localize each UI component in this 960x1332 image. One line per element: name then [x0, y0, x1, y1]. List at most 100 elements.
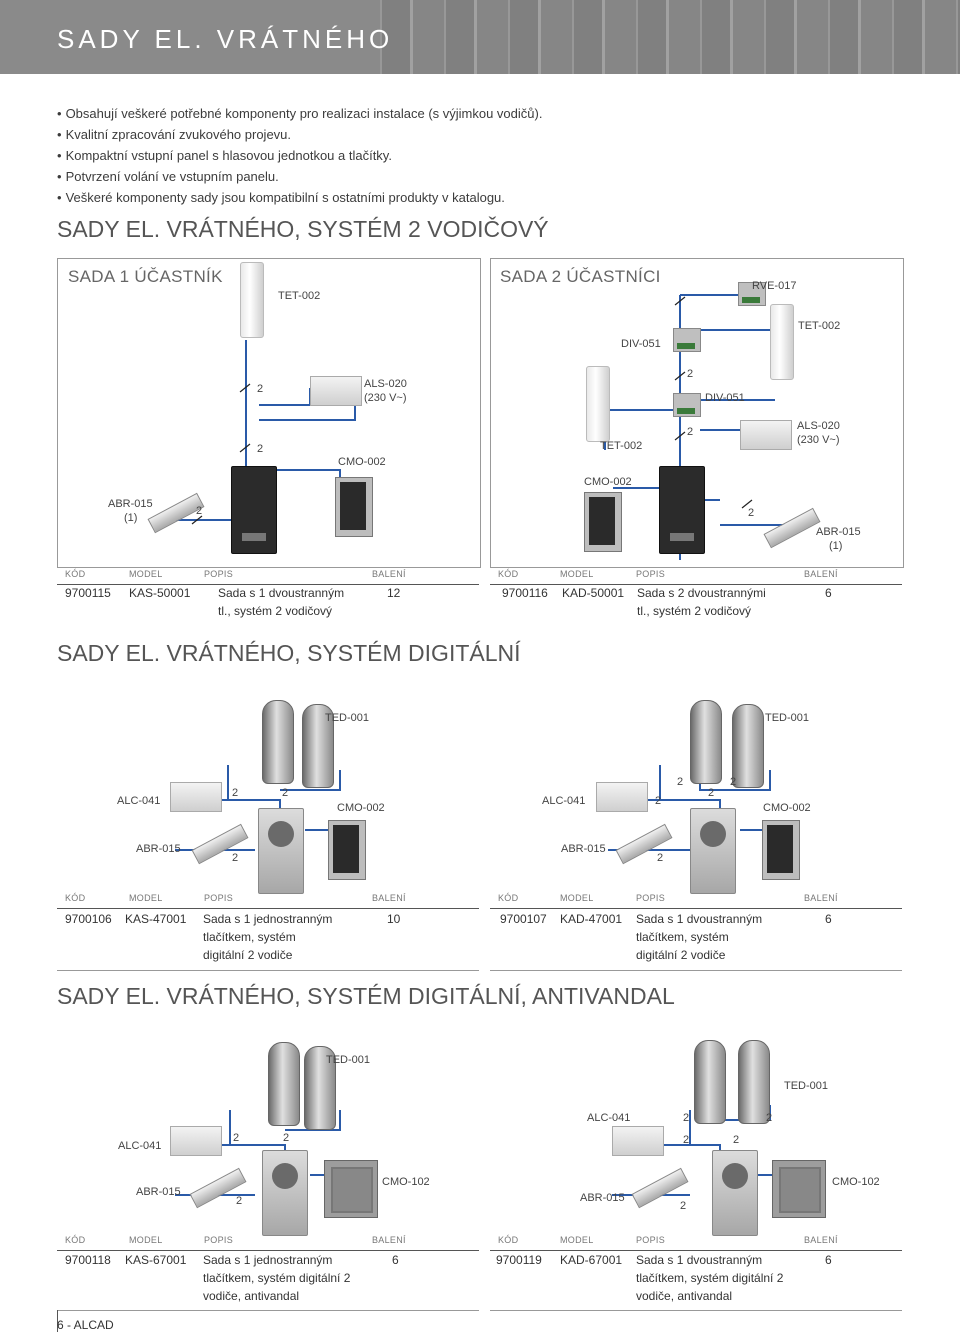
cell-popis: tlačítkem, systém — [636, 930, 729, 944]
table-row: 9700118 KAS-67001 Sada s 1 jednostranným… — [57, 1251, 479, 1307]
kit-box-1-participant — [57, 258, 481, 568]
wire-count: 2 — [683, 1112, 690, 1124]
cell-popis: tl., systém 2 vodičový — [218, 604, 333, 618]
cell-kod: 9700115 — [65, 586, 111, 600]
div051-distributor — [673, 328, 701, 352]
label-tet002: TET-002 — [600, 440, 643, 452]
ted001-handset — [268, 1042, 300, 1126]
cell-baleni: 6 — [825, 1253, 832, 1267]
label-cmo002: CMO-002 — [584, 476, 632, 488]
col-baleni: BALENÍ — [372, 893, 406, 903]
col-kod: KÓD — [498, 893, 519, 903]
wire-count: 2 — [282, 787, 289, 799]
wire-count: 2 — [680, 1200, 687, 1212]
ted001-handset — [738, 1040, 770, 1124]
door-panel — [231, 466, 277, 554]
cell-popis: Sada s 2 dvoustrannými — [637, 586, 766, 600]
cell-model: KAS-47001 — [125, 912, 187, 926]
feature-item: Kompaktní vstupní panel s hlasovou jedno… — [57, 145, 542, 166]
label-ted001: TED-001 — [325, 712, 370, 724]
col-model: MODEL — [560, 893, 594, 903]
wire-cut-mark — [741, 499, 753, 509]
cell-popis: Sada s 1 jednostranným — [203, 912, 333, 926]
col-kod: KÓD — [498, 569, 519, 579]
label-cmo102: CMO-102 — [382, 1176, 430, 1188]
als020-power-supply — [740, 420, 792, 450]
label-ted001: TED-001 — [784, 1080, 829, 1092]
col-popis: POPIS — [636, 569, 666, 579]
label-cmo002: CMO-002 — [763, 802, 811, 814]
wire-count: 2 — [232, 787, 239, 799]
cell-popis: tlačítkem, systém digitální 2 — [203, 1271, 351, 1285]
table-header: KÓD MODEL POPIS BALENÍ — [57, 890, 479, 909]
table-header: KÓD MODEL POPIS BALENÍ — [490, 1232, 902, 1251]
wire-count: 2 — [657, 852, 664, 864]
alc041-power-supply — [612, 1126, 664, 1156]
table-row: 9700115 KAS-50001 Sada s 1 dvoustranným … — [57, 584, 479, 624]
label-alc041: ALC-041 — [117, 795, 161, 807]
cell-model: KAD-67001 — [560, 1253, 623, 1267]
col-kod: KÓD — [65, 569, 86, 579]
col-popis: POPIS — [204, 893, 234, 903]
wire — [285, 1110, 341, 1131]
cell-kod: 9700107 — [500, 912, 547, 926]
col-baleni: BALENÍ — [804, 569, 838, 579]
ted001-handset — [690, 700, 722, 784]
section-title-2-wire: SADY EL. VRÁTNÉHO, SYSTÉM 2 VODIČOVÝ — [57, 216, 549, 242]
cell-baleni: 12 — [387, 586, 401, 600]
header-texture — [380, 0, 960, 74]
cell-baleni: 6 — [392, 1253, 399, 1267]
kit-box-title: SADA 1 ÚČASTNÍK — [68, 267, 223, 286]
table-header: KÓD MODEL POPIS BALENÍ — [490, 566, 902, 585]
rve017-relay — [738, 282, 766, 306]
label-voltage: (230 V~) — [364, 392, 407, 404]
section-title-antivandal: SADY EL. VRÁTNÉHO, SYSTÉM DIGITÁLNÍ, ANT… — [57, 983, 675, 1009]
cmo002-box — [584, 492, 622, 552]
cell-popis: Sada s 1 dvoustranným — [636, 912, 763, 926]
table-header: KÓD MODEL POPIS BALENÍ — [57, 566, 479, 585]
wire — [259, 404, 356, 421]
cmo102-box — [772, 1160, 826, 1218]
wire-count: 2 — [766, 1112, 773, 1124]
table-divider — [490, 1310, 902, 1311]
cmo002-box — [335, 477, 373, 537]
wire-count: 2 — [283, 1132, 290, 1144]
cell-kod: 9700118 — [65, 1253, 111, 1267]
cell-model: KAD-47001 — [560, 912, 623, 926]
col-popis: POPIS — [636, 1235, 666, 1245]
label-ted001: TED-001 — [765, 712, 810, 724]
table-row: 9700119 KAD-67001 Sada s 1 dvoustranným … — [490, 1251, 902, 1307]
col-baleni: BALENÍ — [804, 1235, 838, 1245]
cell-baleni: 6 — [825, 912, 832, 926]
cell-popis: Sada s 1 dvoustranným — [218, 586, 345, 600]
door-panel — [258, 808, 304, 894]
cell-kod: 9700116 — [502, 586, 548, 600]
col-model: MODEL — [129, 1235, 163, 1245]
col-popis: POPIS — [204, 569, 234, 579]
col-model: MODEL — [129, 893, 163, 903]
page-header: SADY EL. VRÁTNÉHO — [0, 0, 960, 74]
cell-popis: vodiče, antivandal — [203, 1289, 300, 1303]
tet002-handset — [586, 366, 610, 442]
wire-count: 2 — [257, 383, 264, 395]
wire-count: 2 — [196, 505, 203, 517]
wire-cut-mark — [674, 371, 686, 381]
feature-item: Kvalitní zpracování zvukového projevu. — [57, 124, 542, 145]
feature-item: Veškeré komponenty sady jsou kompatibiln… — [57, 187, 542, 208]
table-header: KÓD MODEL POPIS BALENÍ — [57, 1232, 479, 1251]
cell-baleni: 10 — [387, 912, 401, 926]
wire — [280, 770, 341, 791]
tet002-handset — [240, 262, 264, 338]
label-abr015: ABR-015 — [136, 1186, 181, 1198]
wire-count: 2 — [233, 1132, 240, 1144]
cmo102-box — [324, 1160, 378, 1218]
table-row: 9700107 KAD-47001 Sada s 1 dvoustranným … — [490, 910, 902, 966]
alc041-power-supply — [170, 782, 222, 812]
wire-count: 2 — [683, 1134, 690, 1146]
footer-rule — [57, 1310, 58, 1332]
section-title-digital: SADY EL. VRÁTNÉHO, SYSTÉM DIGITÁLNÍ — [57, 640, 521, 666]
wire-cut-mark — [191, 515, 203, 525]
col-kod: KÓD — [65, 1235, 86, 1245]
label-als020: ALS-020 — [364, 378, 407, 390]
label-abr015: ABR-015 — [816, 526, 861, 538]
